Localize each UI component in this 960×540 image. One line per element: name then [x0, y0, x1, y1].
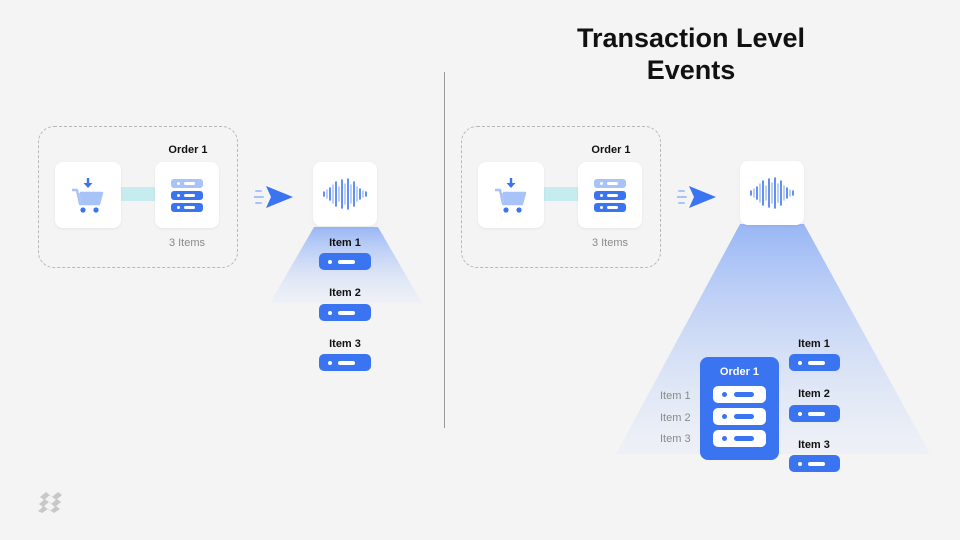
paper-plane-icon	[254, 186, 293, 208]
side-item-label-3: Item 3	[660, 433, 691, 445]
item-label-left-1: Item 1	[329, 237, 361, 249]
shopping-cart-icon	[495, 178, 527, 213]
connector-right	[541, 187, 581, 201]
sound-wave-icon	[323, 178, 367, 210]
side-item-label-1: Item 1	[660, 390, 691, 402]
page-title: Transaction Level Events	[576, 23, 806, 85]
order-label-left: Order 1	[168, 144, 208, 156]
item-pill-left-1	[319, 253, 371, 270]
order-row-2	[713, 408, 766, 425]
cart-card-right	[478, 162, 544, 228]
order-label-right: Order 1	[591, 144, 631, 156]
connector-left	[118, 187, 158, 201]
shopping-cart-icon	[72, 178, 104, 213]
item-count-right: 3 Items	[591, 237, 629, 249]
item-pill-right-3	[789, 455, 840, 472]
server-row	[594, 190, 626, 200]
order-group-right	[461, 126, 661, 268]
side-item-label-2: Item 2	[660, 412, 691, 424]
order-row-1	[713, 386, 766, 403]
order-block-big: Order 1	[700, 357, 779, 460]
item-label-left-3: Item 3	[329, 338, 361, 350]
paper-plane-icon	[677, 186, 716, 208]
item-label-right-1: Item 1	[798, 338, 830, 350]
order-group-left	[38, 126, 238, 268]
server-row	[171, 202, 203, 212]
server-row	[594, 202, 626, 212]
order-card-left	[155, 162, 219, 228]
order-block-title: Order 1	[719, 366, 760, 378]
item-label-left-2: Item 2	[329, 287, 361, 299]
server-row	[171, 190, 203, 200]
server-row	[594, 178, 626, 188]
item-count-left: 3 Items	[168, 237, 206, 249]
beam-right	[616, 224, 930, 454]
item-label-right-2: Item 2	[798, 388, 830, 400]
item-pill-left-2	[319, 304, 371, 321]
event-card-left	[313, 162, 377, 226]
brand-logo-icon	[38, 492, 62, 513]
cart-card-left	[55, 162, 121, 228]
server-row	[171, 178, 203, 188]
event-card-right	[740, 161, 804, 225]
order-row-3	[713, 430, 766, 447]
section-divider	[444, 72, 445, 428]
sound-wave-icon	[750, 177, 794, 209]
item-pill-right-1	[789, 354, 840, 371]
item-pill-right-2	[789, 405, 840, 422]
item-label-right-3: Item 3	[798, 439, 830, 451]
order-card-right	[578, 162, 642, 228]
item-pill-left-3	[319, 354, 371, 371]
